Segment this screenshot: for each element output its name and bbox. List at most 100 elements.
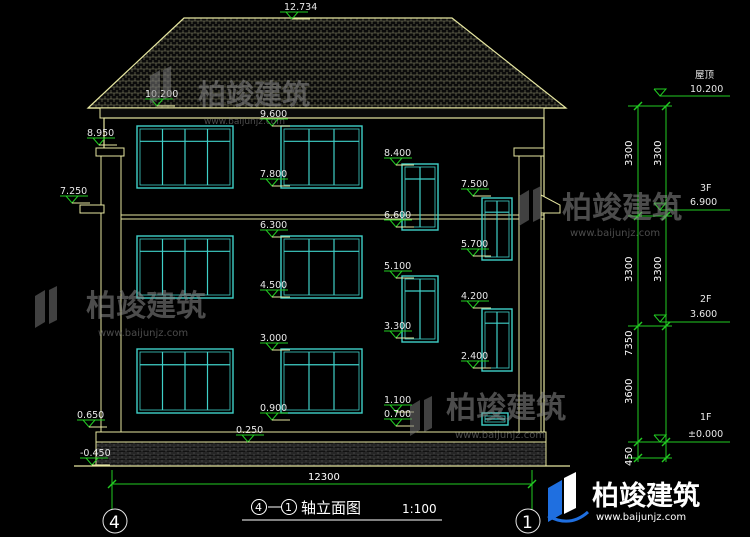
elevation-marker [384, 219, 414, 228]
elevation-marker [260, 342, 290, 351]
elev-sill: 0.250 [236, 425, 263, 436]
elev-eave: 10.200 [145, 89, 178, 100]
elevation-marker [461, 300, 491, 309]
axis-label-4: 4 [109, 513, 120, 533]
elev-w2-bot: 4.500 [260, 280, 287, 291]
window-side-lower [481, 308, 513, 372]
axis-bubble-4 [102, 508, 128, 534]
elev-r3: 4.200 [461, 291, 488, 302]
elev-base: -0.450 [80, 448, 111, 459]
elevation-marker [461, 248, 491, 257]
vdim-outer-3: 3600 [624, 379, 635, 404]
vdim-inner-0: 3300 [653, 141, 664, 166]
watermark-right: 柏竣建筑 www.baijunjz.com [519, 186, 682, 239]
level-1f-value: ±0.000 [688, 429, 723, 440]
vdim-outer-2: 7350 [624, 331, 635, 356]
elevation-marker [260, 289, 290, 298]
level-marker [653, 314, 730, 323]
window-vent [481, 412, 509, 426]
elev-r4: 2.400 [461, 351, 488, 362]
elevation-marker [77, 419, 107, 428]
watermarks: 柏竣建筑 www.baijunjz.com 柏竣建筑 www.baijunjz.… [35, 66, 682, 441]
watermark-bottom-brand: 柏竣建筑 [446, 391, 566, 426]
watermark-top-url: www.baijunjz.com [204, 117, 285, 127]
watermark-top: 柏竣建筑 www.baijunjz.com [150, 66, 310, 127]
elev-s6: 0.700 [384, 409, 411, 420]
window-side-upper [481, 197, 513, 261]
elevation-marker [280, 11, 310, 20]
level-roof-name: 屋顶 [695, 70, 715, 81]
stair-elevation-labels: 8.400 6.600 5.100 3.300 1.100 0.700 [384, 148, 411, 420]
level-3f-value: 6.900 [690, 197, 717, 208]
watermark-left-brand: 柏竣建筑 [86, 289, 206, 324]
elev-w3-bot: 7.800 [260, 169, 287, 180]
windows-group [136, 125, 513, 426]
elev-w2-top: 6.300 [260, 220, 287, 231]
window-stair-upper [401, 163, 439, 231]
elev-r2: 5.700 [461, 239, 488, 250]
elevation-marker [384, 157, 414, 166]
elevation-marker [87, 137, 117, 146]
level-marker [653, 88, 730, 97]
level-labels: 屋顶 10.200 3F 6.900 2F 3.600 1F ±0.000 [688, 70, 723, 440]
watermark-bottom: 柏竣建筑 www.baijunjz.com [410, 391, 566, 441]
elev-w1-top: 3.000 [260, 333, 287, 344]
facade [74, 117, 570, 467]
elev-s2: 6.600 [384, 210, 411, 221]
watermark-left-url: www.baijunjz.com [98, 328, 188, 339]
elevation-marker [60, 195, 90, 204]
window-2f-center [280, 235, 363, 299]
window-stair-lower [401, 275, 439, 343]
level-1f-name: 1F [700, 412, 712, 423]
level-2f-value: 3.600 [690, 309, 717, 320]
watermark-right-url: www.baijunjz.com [570, 228, 660, 239]
watermark-top-brand: 柏竣建筑 [198, 78, 310, 111]
elev-l3-top: 8.950 [87, 128, 114, 139]
window-1f-left [136, 348, 234, 414]
elevation-marker [236, 434, 266, 443]
elevation-marker [384, 270, 414, 279]
overall-width-dimension: 12300 [308, 472, 340, 483]
axis-label-1: 1 [522, 513, 533, 533]
title-text: 轴立面图 [301, 499, 361, 517]
level-3f-name: 3F [700, 183, 712, 194]
right-elevation-labels: 7.500 5.700 4.200 2.400 [461, 179, 488, 362]
elev-l3-floor: 7.250 [60, 186, 87, 197]
watermark-right-brand: 柏竣建筑 [562, 191, 682, 226]
elevation-marker [260, 229, 290, 238]
elevation-marker [80, 457, 110, 466]
elev-roof-top: 12.734 [284, 2, 317, 13]
vdim-outer-0: 3300 [624, 141, 635, 166]
logo-url: www.baijunjz.com [596, 512, 686, 523]
window-3f-left [136, 125, 234, 189]
axis-bubble-1 [515, 508, 541, 534]
mid-elevation-labels: 9.600 7.800 6.300 4.500 3.000 0.900 0.25… [236, 109, 287, 436]
elevation-marker [260, 118, 290, 127]
vdim-inner-1: 3300 [653, 257, 664, 282]
level-2f-name: 2F [700, 294, 712, 305]
vertical-dimensions: 3300 3300 7350 3600 450 3300 3300 [624, 101, 672, 466]
brand-logo: 柏竣建筑 www.baijunjz.com [542, 470, 750, 537]
level-roof-value: 10.200 [690, 84, 723, 95]
elev-s3: 5.100 [384, 261, 411, 272]
axis-bubbles: 4 1 [102, 508, 541, 534]
window-1f-center [280, 348, 363, 414]
logo-mark-icon [548, 480, 562, 522]
elev-s1: 8.400 [384, 148, 411, 159]
window-2f-left [136, 235, 234, 299]
vdim-outer-1: 3300 [624, 257, 635, 282]
elev-w1-bot: 0.900 [260, 403, 287, 414]
elevation-marker [260, 412, 290, 421]
title-scale: 1:100 [402, 502, 437, 516]
elevation-marker [260, 178, 290, 187]
elev-w3-top: 9.600 [260, 109, 287, 120]
watermark-bottom-url: www.baijunjz.com [455, 430, 545, 441]
vdim-outer-4: 450 [624, 447, 635, 466]
logo-brand: 柏竣建筑 [592, 480, 700, 512]
elev-gnd: 0.650 [77, 410, 104, 421]
elev-s5: 1.100 [384, 395, 411, 406]
title-axis-to: 1 [285, 501, 292, 514]
drawing-title: 4 1 轴立面图 1:100 [242, 499, 442, 521]
